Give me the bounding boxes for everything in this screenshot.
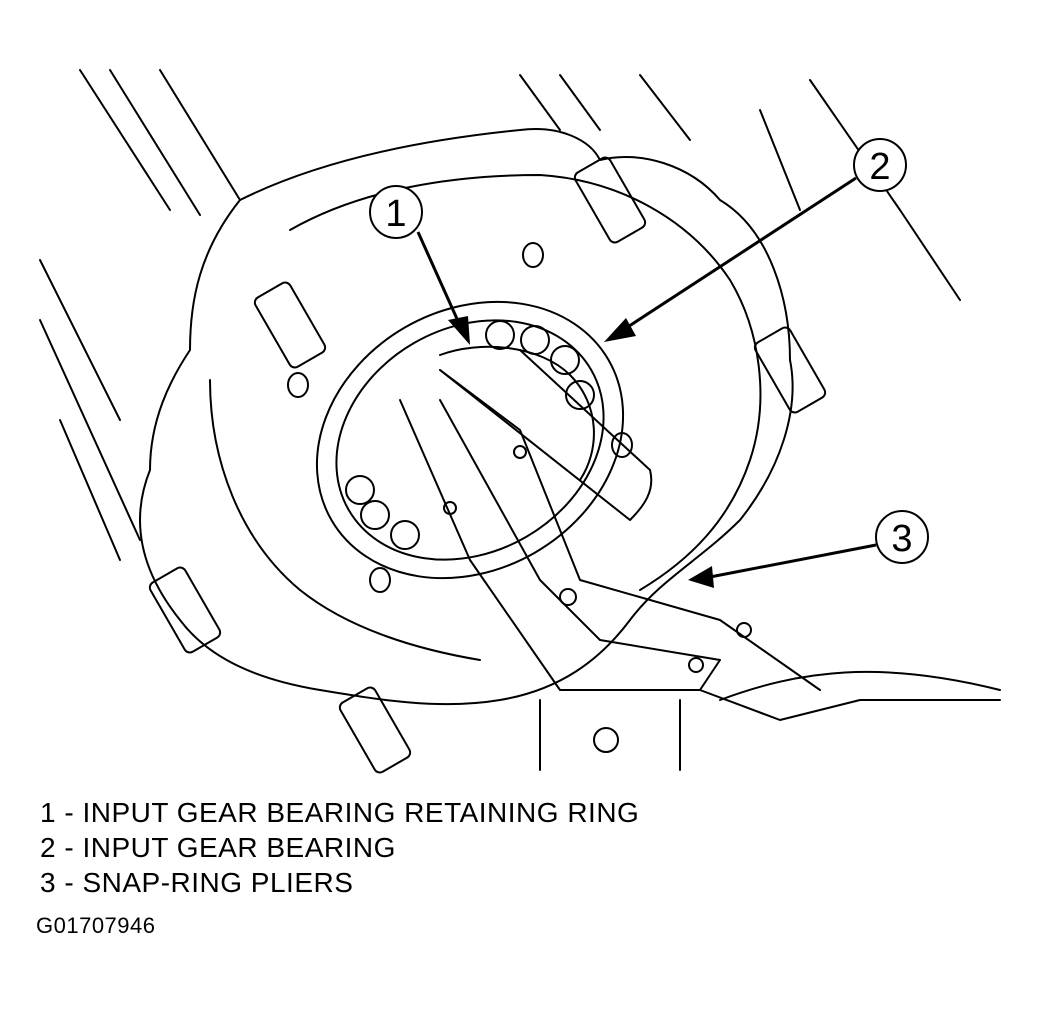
parts-legend: 1 - INPUT GEAR BEARING RETAINING RING 2 …: [40, 795, 639, 900]
bearing-outer-race: [315, 300, 625, 580]
figure-id: G01707946: [36, 913, 156, 938]
bolt-holes: [287, 242, 633, 753]
input-shaft: [439, 349, 653, 521]
housing-hatch-lines: [39, 69, 961, 561]
callout-1: 1: [369, 185, 470, 345]
callout-2-number: 2: [869, 146, 890, 188]
callout-3: 3: [688, 510, 929, 588]
retaining-ring: [439, 345, 595, 481]
legend-item-3: 3 - SNAP-RING PLIERS: [40, 867, 354, 898]
callout-2: 2: [604, 138, 907, 342]
adapter-plate-outline: [139, 128, 794, 706]
transmission-bearing-illustration: 1 2 3: [39, 69, 1001, 774]
snap-ring-pliers: [399, 369, 1001, 721]
callout-1-number: 1: [385, 193, 406, 235]
callout-3-number: 3: [891, 518, 912, 560]
legend-item-2: 2 - INPUT GEAR BEARING: [40, 832, 396, 863]
legend-item-1: 1 - INPUT GEAR BEARING RETAINING RING: [40, 797, 640, 828]
mounting-studs: [148, 156, 827, 774]
bearing-balls: [345, 320, 595, 550]
